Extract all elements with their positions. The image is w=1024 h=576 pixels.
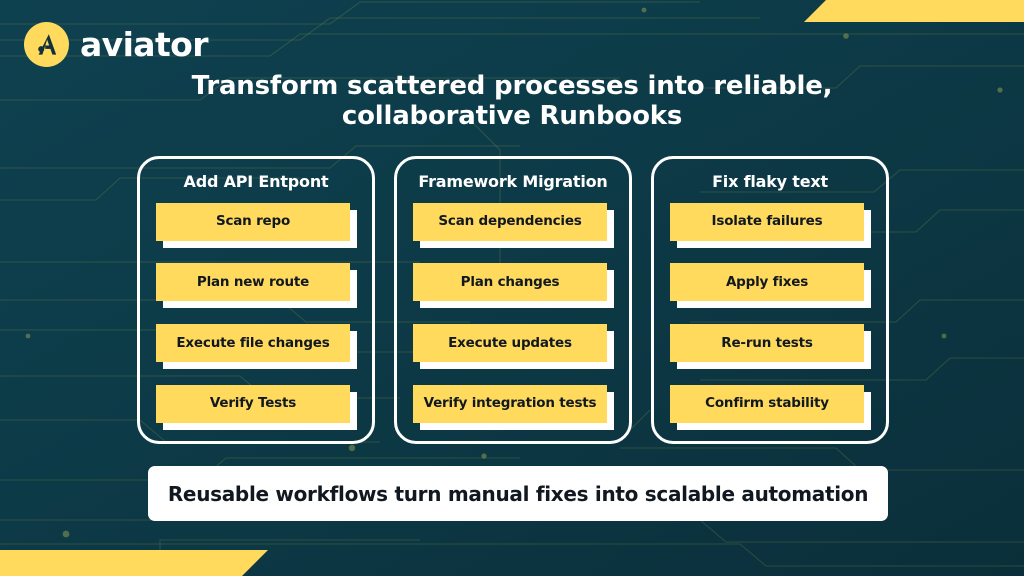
aviator-a-mark-icon: [24, 22, 69, 67]
brand-wordmark: aviator: [80, 25, 208, 64]
headline-line-1: Transform scattered processes into relia…: [191, 71, 833, 101]
step-label: Plan changes: [413, 263, 607, 302]
step-item[interactable]: Execute file changes: [156, 324, 357, 370]
step-item[interactable]: Isolate failures: [670, 202, 871, 248]
runbook-column-1: Add API Entpont Scan repo Plan new route…: [137, 156, 375, 444]
step-item[interactable]: Plan new route: [156, 263, 357, 309]
step-label: Scan repo: [156, 202, 350, 241]
step-item[interactable]: Confirm stability: [670, 384, 871, 430]
step-item[interactable]: Execute updates: [413, 324, 614, 370]
step-item[interactable]: Scan dependencies: [413, 202, 614, 248]
step-label: Plan new route: [156, 263, 350, 302]
step-label: Execute updates: [413, 324, 607, 363]
runbook-columns: Add API Entpont Scan repo Plan new route…: [137, 156, 889, 444]
step-item[interactable]: Verify integration tests: [413, 384, 614, 430]
step-item[interactable]: Re-run tests: [670, 324, 871, 370]
step-label: Re-run tests: [670, 324, 864, 363]
step-item[interactable]: Scan repo: [156, 202, 357, 248]
column-title-1: Add API Entpont: [183, 172, 329, 191]
runbook-column-3: Fix flaky text Isolate failures Apply fi…: [651, 156, 889, 444]
step-item[interactable]: Verify Tests: [156, 384, 357, 430]
step-label: Verify Tests: [156, 384, 350, 423]
summary-banner-text: Reusable workflows turn manual fixes int…: [167, 481, 869, 506]
column-title-3: Fix flaky text: [712, 172, 828, 191]
accent-band-bottom-left: [0, 550, 268, 576]
step-label: Verify integration tests: [413, 384, 607, 423]
column-title-2: Framework Migration: [418, 172, 608, 191]
step-label: Execute file changes: [156, 324, 350, 363]
summary-banner: Reusable workflows turn manual fixes int…: [148, 466, 888, 521]
page-title: Transform scattered processes into relia…: [90, 71, 934, 132]
step-label: Confirm stability: [670, 384, 864, 423]
accent-band-top-right: [804, 0, 1024, 22]
step-item[interactable]: Apply fixes: [670, 263, 871, 309]
brand-logo[interactable]: aviator: [24, 22, 208, 67]
step-label: Apply fixes: [670, 263, 864, 302]
step-list-2: Scan dependencies Plan changes Execute u…: [413, 202, 614, 430]
headline-line-2: collaborative Runbooks: [341, 100, 683, 131]
step-item[interactable]: Plan changes: [413, 263, 614, 309]
step-list-3: Isolate failures Apply fixes Re-run test…: [670, 202, 871, 430]
step-list-1: Scan repo Plan new route Execute file ch…: [156, 202, 357, 430]
step-label: Isolate failures: [670, 202, 864, 241]
step-label: Scan dependencies: [413, 202, 607, 241]
runbook-column-2: Framework Migration Scan dependencies Pl…: [394, 156, 632, 444]
